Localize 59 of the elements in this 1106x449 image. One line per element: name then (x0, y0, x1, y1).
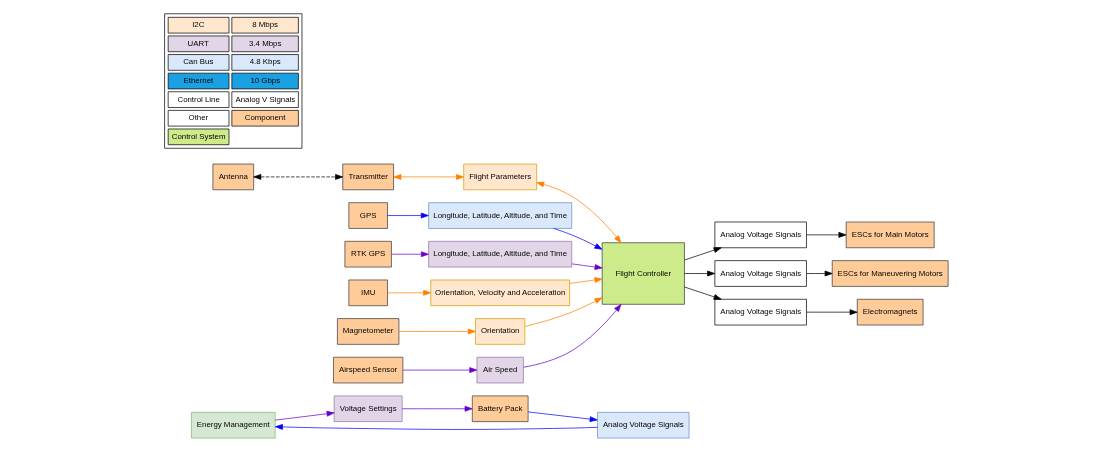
legend-label: Control System (171, 131, 225, 141)
node-box: Orientation, Velocity and Acceleration (429, 279, 570, 307)
node-box: Air Speed (476, 356, 524, 384)
legend-label: 10 Gbps (249, 76, 280, 86)
arrow (524, 297, 602, 327)
node-box: Airspeed Sensor (332, 356, 403, 384)
node-box: Electromagnets (856, 298, 923, 326)
arrow (522, 304, 621, 368)
arrow (535, 181, 621, 243)
node-box: IMU (348, 279, 388, 307)
node-box: Longitude, Latitude, Altitude, and Time (427, 202, 572, 229)
arrow (805, 309, 858, 316)
node-box: Analog Voltage Signals (714, 298, 807, 326)
node-box: Flight Controller (601, 242, 685, 305)
legend-label: 8 Mbps (251, 20, 278, 30)
node-box: Longitude, Latitude, Altitude, and Time (427, 240, 572, 268)
arrow (252, 174, 343, 180)
arrow (805, 232, 846, 238)
legend-label: I2C (191, 20, 204, 30)
arrow (401, 405, 473, 412)
node-box: Flight Parameters (462, 163, 537, 191)
legend-label: Component (244, 113, 285, 123)
node-box: ESCs for Main Motors (845, 221, 935, 249)
arrow (527, 411, 598, 422)
arrow (571, 263, 602, 270)
arrow (683, 247, 722, 261)
node-box: Orientation (474, 318, 525, 345)
node-box: ESCs for Maneuvering Motors (831, 260, 948, 287)
node-box: Voltage Settings (333, 395, 403, 422)
arrow (402, 367, 477, 373)
legend-label: 4.8 Kbps (249, 57, 281, 67)
arrow (386, 212, 429, 219)
legend-label: Other (188, 113, 208, 123)
arrow (568, 277, 602, 284)
arrow (274, 410, 334, 421)
node-box: Analog Voltage Signals (714, 260, 807, 287)
node-box: Magnetometer (336, 318, 399, 345)
arrow (805, 270, 832, 277)
node-box: Antenna (212, 163, 254, 191)
node-box: RTK GPS (344, 240, 392, 268)
arrow (390, 251, 429, 258)
node-box: Energy Management (190, 411, 275, 439)
node-box: Battery Pack (471, 395, 528, 422)
legend-label: Control Line (176, 94, 220, 104)
legend-label: 3.4 Mbps (248, 38, 281, 48)
arrow (386, 289, 431, 296)
arrow (274, 424, 598, 430)
node-box: Analog Voltage Signals (596, 411, 689, 439)
legend-label: Can Bus (182, 57, 213, 67)
legend-label: UART (186, 38, 209, 48)
arrow (683, 286, 722, 300)
arrow (683, 270, 715, 277)
arrow (398, 328, 476, 335)
legend-label: Analog V Signals (234, 94, 295, 104)
legend-label: Ethernet (183, 76, 213, 86)
node-box: Analog Voltage Signals (714, 221, 807, 249)
node-box: GPS (348, 202, 388, 229)
node-box: Transmitter (341, 163, 394, 191)
arrow (392, 174, 464, 180)
